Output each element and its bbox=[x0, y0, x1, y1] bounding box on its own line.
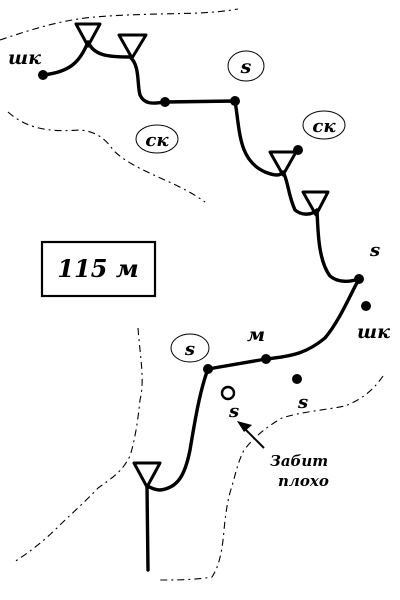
oval-sk-right bbox=[302, 110, 346, 140]
point-s-right bbox=[354, 274, 364, 284]
label-sk-right: ск bbox=[312, 116, 336, 137]
point-1 bbox=[160, 97, 170, 107]
open-point-bad-bolt bbox=[220, 385, 236, 401]
point-shk-right bbox=[361, 301, 371, 311]
bolt-marker-3 bbox=[268, 150, 298, 177]
terrain-line-top bbox=[0, 8, 239, 41]
label-m: м bbox=[247, 324, 265, 346]
point-s-bottom-right bbox=[292, 374, 302, 384]
terrain-line-bottom-left bbox=[13, 327, 143, 563]
scale-box bbox=[40, 240, 157, 298]
oval-s-top bbox=[227, 50, 265, 82]
label-shk-start: шк bbox=[8, 47, 41, 69]
scale-label: 115 м bbox=[57, 254, 138, 283]
point-3 bbox=[203, 364, 213, 374]
label-s-left-oval: s bbox=[184, 339, 195, 360]
label-s-bad: s bbox=[228, 401, 239, 422]
point-start-shk bbox=[38, 70, 48, 80]
note-line-2: плохо bbox=[278, 472, 329, 490]
bolt-marker-5 bbox=[132, 461, 162, 489]
terrain-line-left bbox=[7, 111, 206, 203]
note-arrowhead bbox=[237, 421, 252, 432]
bolt-marker-4 bbox=[301, 190, 330, 217]
label-s-bottom-right: s bbox=[297, 392, 308, 413]
label-s-right: s bbox=[369, 240, 380, 261]
point-2 bbox=[230, 96, 240, 106]
oval-s-left bbox=[170, 333, 210, 363]
bolt-marker-2 bbox=[117, 33, 148, 60]
terrain-line-right-bottom bbox=[159, 375, 384, 581]
note-line-1: Забит bbox=[270, 452, 328, 470]
label-sk-left: ск bbox=[145, 130, 169, 151]
point-sk-right bbox=[293, 145, 303, 155]
route-path bbox=[41, 40, 361, 572]
label-shk-right: шк bbox=[357, 321, 390, 343]
label-s-top: s bbox=[240, 56, 252, 78]
bolt-marker-1 bbox=[74, 22, 102, 48]
oval-sk-left bbox=[135, 124, 179, 154]
point-m bbox=[261, 354, 271, 364]
